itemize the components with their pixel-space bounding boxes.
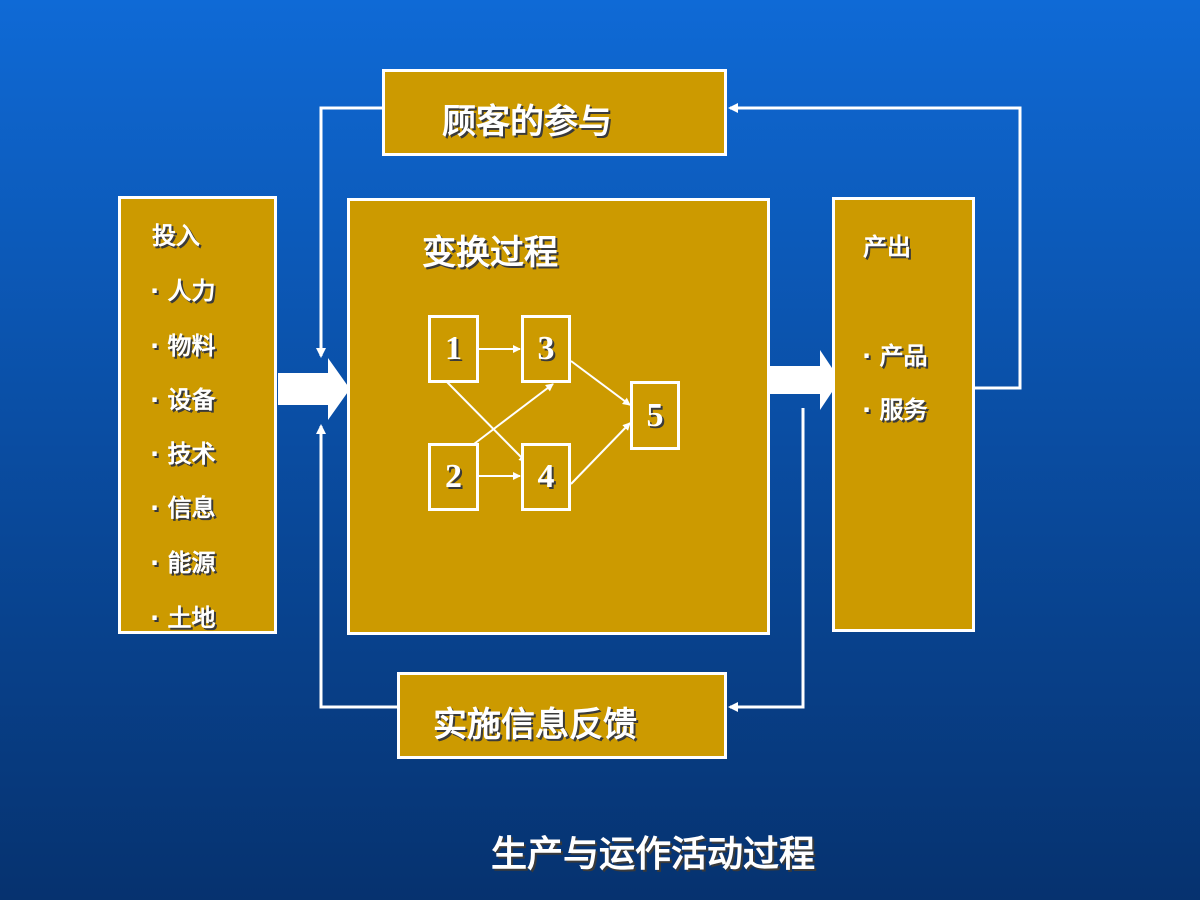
input-item-technology: · 技术 [150, 440, 216, 468]
process-to-output-arrow [770, 350, 840, 410]
diagram-caption: 生产与运作活动过程 [491, 834, 816, 875]
implementation-feedback-box [397, 672, 727, 759]
process-node-4-label: 4 [537, 458, 555, 495]
input-item-equipment: · 设备 [150, 386, 216, 414]
edge-4-5 [570, 422, 631, 485]
input-box [118, 196, 277, 634]
process-node-3: 3 [521, 315, 571, 383]
edge-3-5 [570, 360, 631, 406]
edge-2-3 [473, 383, 554, 445]
feedback-to-input-connector [316, 424, 400, 709]
process-node-5: 5 [630, 381, 680, 450]
input-to-process-arrow [278, 358, 350, 420]
output-title: 产出 [863, 233, 911, 261]
process-node-1: 1 [428, 315, 479, 383]
input-item-energy: · 能源 [150, 549, 216, 577]
input-title: 投入 [152, 222, 200, 250]
input-item-information: · 信息 [150, 494, 216, 522]
customer-to-process-connector [316, 106, 384, 358]
output-to-feedback-connector [728, 408, 805, 712]
process-node-4: 4 [521, 443, 571, 511]
implementation-feedback-label: 实施信息反馈 [433, 705, 637, 745]
input-item-land: · 土地 [150, 604, 216, 632]
process-node-5-label: 5 [646, 396, 664, 434]
output-item-services: · 服务 [862, 396, 928, 424]
process-node-2-label: 2 [445, 458, 462, 495]
edge-1-4 [446, 381, 527, 463]
transformation-process-box [347, 198, 770, 635]
process-node-1-label: 1 [445, 330, 462, 367]
output-box [832, 197, 975, 632]
input-item-materials: · 物料 [150, 332, 216, 360]
input-item-labor: · 人力 [150, 277, 216, 305]
output-to-customer-connector [728, 103, 1022, 390]
transformation-process-title: 变换过程 [422, 233, 558, 273]
customer-participation-label: 顾客的参与 [442, 102, 612, 142]
process-node-3-label: 3 [537, 330, 555, 367]
output-item-products: · 产品 [862, 342, 928, 370]
process-node-2: 2 [428, 443, 479, 511]
customer-participation-box [382, 69, 727, 156]
